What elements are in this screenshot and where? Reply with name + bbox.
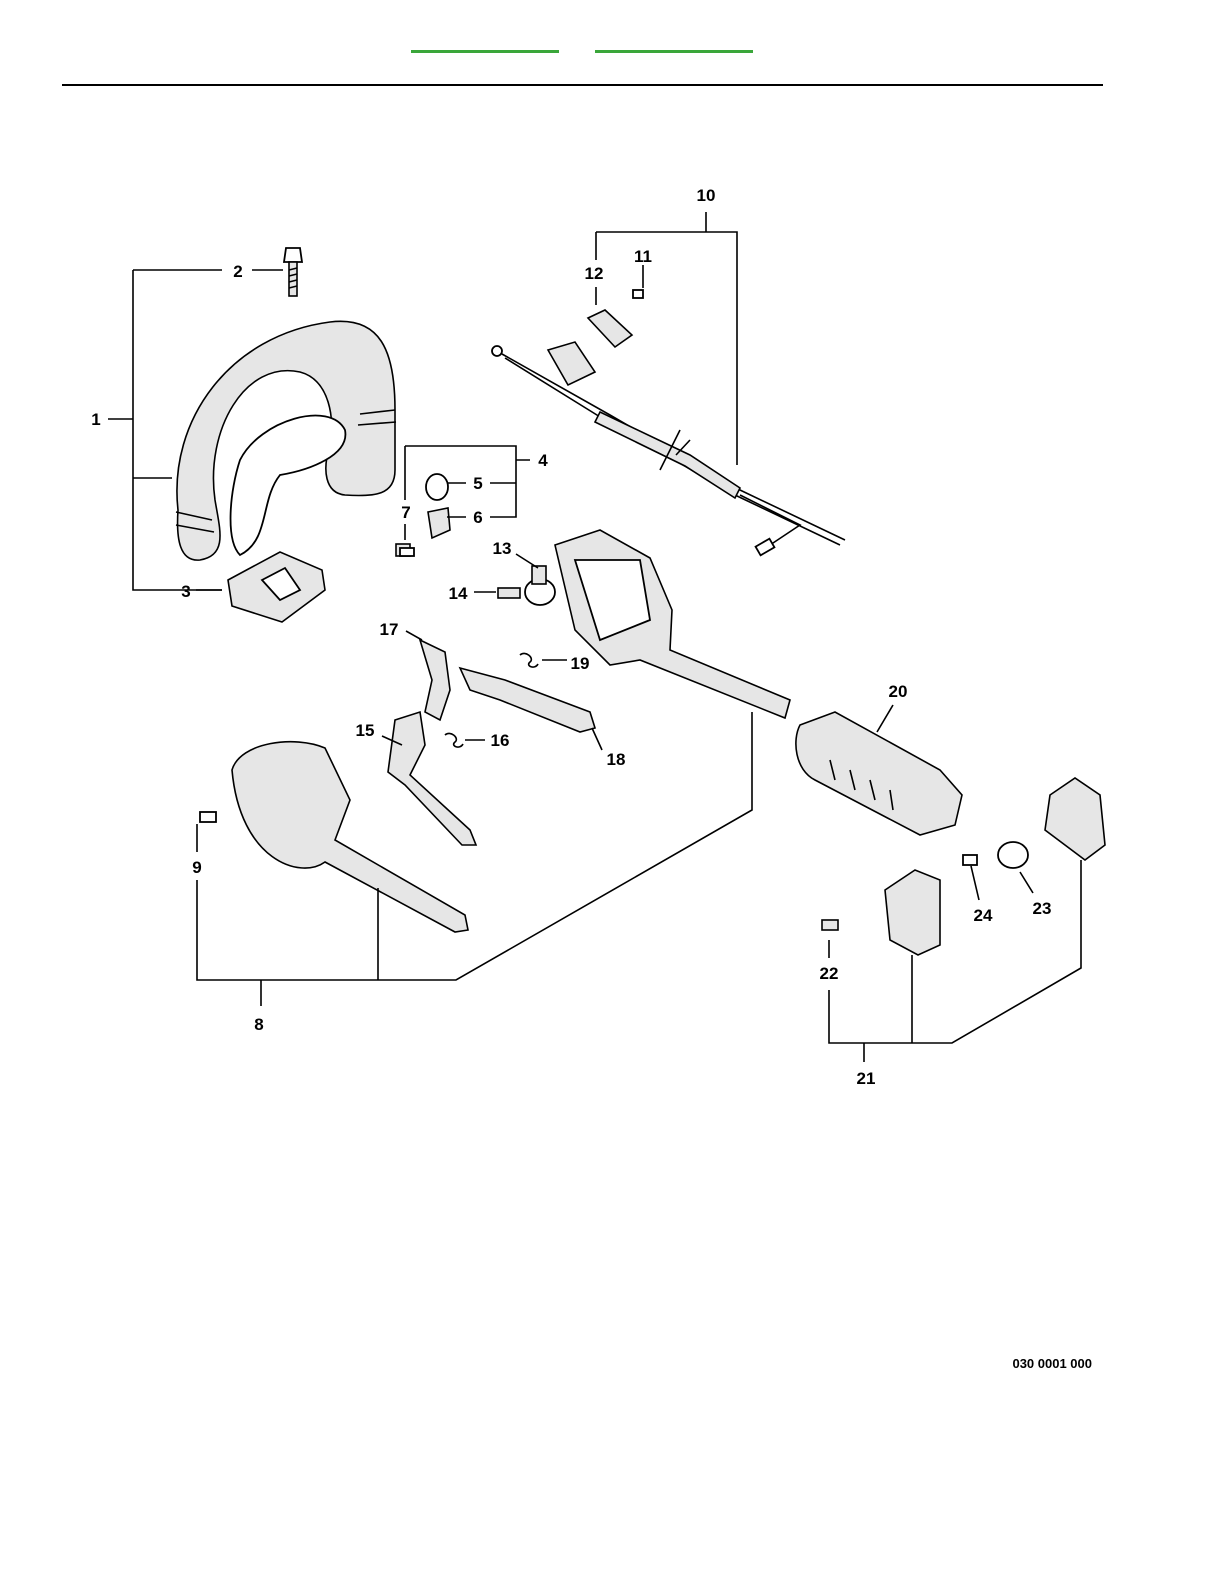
- callout-23: 23: [1033, 899, 1052, 918]
- callout-19: 19: [571, 654, 590, 673]
- callout-8: 8: [254, 1015, 263, 1034]
- callout-5: 5: [473, 474, 482, 493]
- callout-21: 21: [857, 1069, 876, 1088]
- band-clamp-part: [498, 566, 555, 605]
- handle-housing-right-part: [555, 530, 790, 718]
- handle-housing-left-part: [200, 742, 468, 932]
- callout-6: 6: [473, 508, 482, 527]
- throttle-cable-part: [492, 342, 845, 555]
- bolt-part: [284, 248, 302, 296]
- callout-4: 4: [538, 451, 548, 470]
- callout-9: 9: [192, 858, 201, 877]
- callout-17: 17: [380, 620, 399, 639]
- callout-1: 1: [91, 410, 100, 429]
- grip-part: [796, 712, 962, 835]
- callout-15: 15: [356, 721, 375, 740]
- callout-10: 10: [697, 186, 716, 205]
- callout-18: 18: [607, 750, 626, 769]
- spacer-part: [228, 552, 325, 622]
- callout-20: 20: [889, 682, 908, 701]
- callout-7: 7: [401, 503, 410, 522]
- clamp-ring-part: [426, 474, 450, 538]
- screw-7-part: [396, 544, 414, 556]
- callout-22: 22: [820, 964, 839, 983]
- loop-handle-part: [176, 321, 396, 560]
- callout-11: 11: [634, 247, 652, 266]
- callout-2: 2: [233, 262, 242, 281]
- callout-16: 16: [491, 731, 510, 750]
- callout-3: 3: [181, 582, 190, 601]
- diagram-code: 030 0001 000: [1012, 1356, 1092, 1371]
- callout-12: 12: [585, 264, 604, 283]
- callout-14: 14: [449, 584, 468, 603]
- callout-24: 24: [974, 906, 993, 925]
- callout-13: 13: [493, 539, 512, 558]
